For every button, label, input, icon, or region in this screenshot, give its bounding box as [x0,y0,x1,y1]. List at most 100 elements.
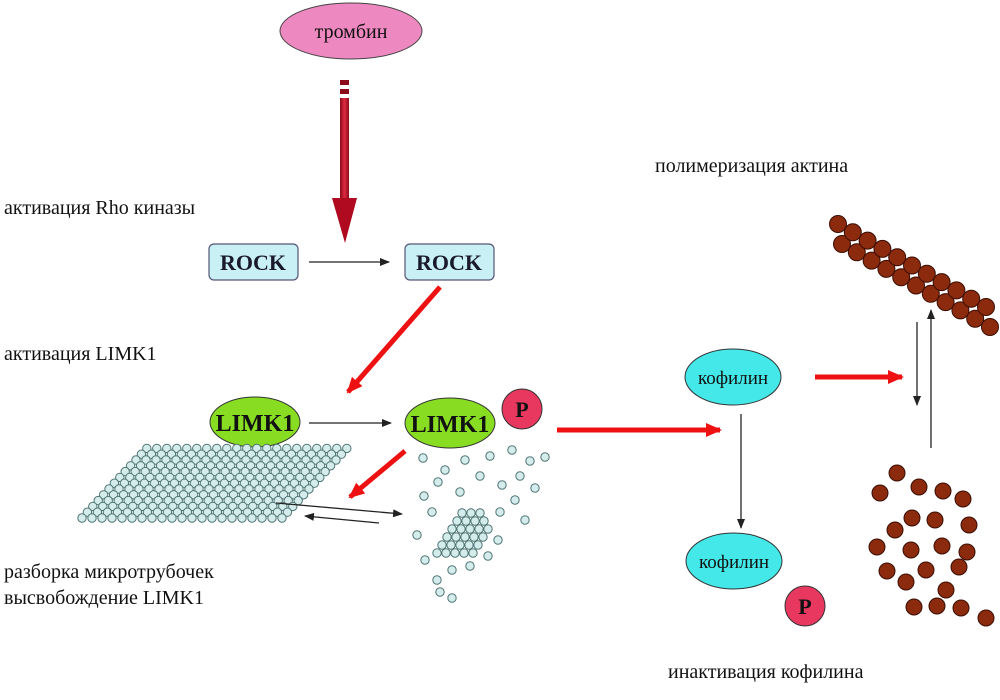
tubulin-subunit [440,465,450,475]
tubulin-subunit [475,471,485,481]
tubulin-subunit [342,443,352,454]
limk1-activation-label: активация LIMK1 [4,343,157,365]
actin-monomer [952,599,970,617]
tubulin-subunit [97,513,107,523]
cofilin-inactivation-label: инактивация кофилина [668,661,864,683]
tubulin-subunit [442,532,452,542]
tubulin-subunit [457,508,467,518]
actin-subunit [921,284,940,303]
rock-label: ROCK [220,250,286,275]
tubulin-subunit [412,530,422,540]
microtubule-lattice [77,443,352,523]
tubulin-subunit [483,551,493,561]
actin-monomer [926,511,944,529]
tubulin-subunit [427,507,437,517]
tubulin-subunit [247,513,257,523]
tubulin-subunit [530,483,540,493]
limk1-label: LIMK1 [216,411,295,437]
actin-subunit [936,293,955,312]
tubulin-subunit [465,561,475,571]
actin-monomer [958,543,976,561]
tubulin-subunit [485,451,495,461]
tubulin-subunit [464,540,474,550]
tubulin-subunit [282,507,293,517]
tubulin-subunit [267,513,277,523]
tubulin-subunit [420,555,430,565]
tubulin-subunit [478,532,488,542]
dispersed-tubulin [412,445,550,603]
tubulin-subunit [466,508,476,518]
thrombin-node: тромбин [279,2,423,60]
tubulin-subunit [451,532,461,542]
limk1-node-inactive: LIMK1 [209,396,301,448]
tubulin-subunit [470,516,480,526]
tubulin-subunit [331,455,341,465]
actin-subunit [932,273,951,292]
actin-filament [829,215,999,336]
phosphate-label: P [798,594,811,619]
tubulin-subunit [525,456,535,466]
tubulin-subunit [207,513,217,523]
cofilin-label: кофилин [698,368,768,389]
actin-monomer [937,581,955,599]
actin-subunit [951,301,970,320]
cofilin-phosphate: P [784,585,826,627]
tubulin-subunit [433,477,443,487]
actin-subunit [903,256,921,275]
tubulin-subunit [432,548,442,558]
tubulin-subunit [167,513,177,523]
tubulin-subunit [447,593,457,603]
tubulin-subunit [479,516,489,526]
tubulin-subunit [304,484,314,494]
tubulin-subunit [493,535,503,545]
actin-monomer [888,464,906,482]
actin-monomer [905,598,923,616]
actin-monomer [928,597,946,615]
tubulin-subunit [177,513,187,523]
actin-monomer [917,561,935,579]
actin-monomer [954,490,972,508]
tubulin-subunit [227,513,237,523]
limk1-node-active: LIMK1 [404,397,496,449]
tubulin-subunit [127,513,137,523]
tubulin-subunit [87,513,97,523]
tubulin-subunit [117,513,127,523]
rock-box-active: ROCK [404,243,495,281]
tubulin-subunit [452,516,462,526]
actin-subunit [833,235,851,253]
actin-monomer [933,537,951,555]
tubulin-subunit [475,508,485,518]
actin-subunit [873,239,892,258]
cofilin-node-phosphorylated: кофилин [685,532,783,590]
limk1-release-label: высвобождение LIMK1 [4,587,204,609]
microtubule-disassembly-label: разборка микротрубочек [4,561,214,583]
cofilin-label: кофилин [699,552,769,573]
tubulin-subunit [137,513,147,523]
tubulin-subunit [474,524,484,534]
actin-polymerization-label: полимеризация актина [655,155,849,177]
actin-monomer [902,541,920,559]
tubulin-subunit [446,540,456,550]
actin-subunit [843,223,862,242]
tubulin-subunit [465,524,475,534]
tubulin-subunit [107,513,117,523]
tubulin-subunit [298,490,309,500]
actin-monomer [868,538,886,556]
tubulin-subunit [217,513,227,523]
actin-subunit [907,276,925,295]
phosphate-label: P [515,397,528,422]
actin-subunit [858,231,877,250]
tubulin-subunit [437,540,447,550]
tubulin-subunit [510,495,520,505]
cofilin-node: кофилин [684,348,782,406]
actin-subunit [966,309,985,328]
actin-subunit [862,251,881,270]
tubulin-subunit [540,452,550,462]
actin-monomer [934,482,952,500]
actin-subunit [892,268,911,287]
actin-subunit [981,318,999,336]
tubulin-subunit [468,548,478,558]
tubulin-subunit [277,513,287,523]
actin-monomer [886,521,904,539]
tubulin-subunit [469,532,479,542]
